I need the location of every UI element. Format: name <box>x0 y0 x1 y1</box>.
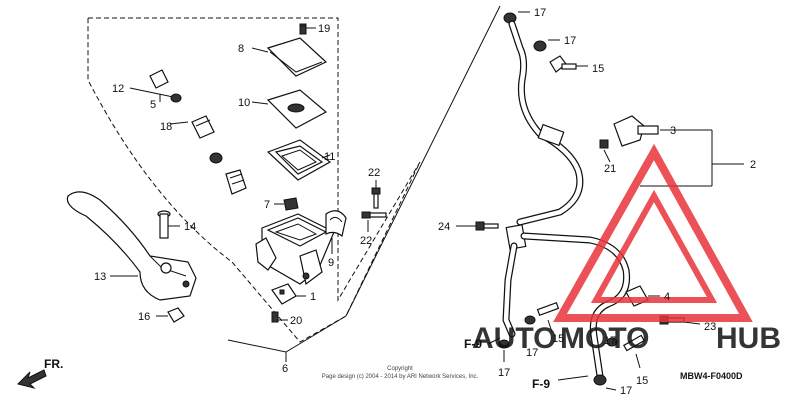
callout-c7[interactable]: 7 <box>264 199 270 211</box>
leader-12-group <box>129 87 179 99</box>
callout-c1[interactable]: 1 <box>310 291 316 303</box>
ref-label-f9-left: F-9 <box>464 337 482 351</box>
bolt-24[interactable] <box>475 221 499 231</box>
bolt-21[interactable] <box>599 139 609 149</box>
copyright-line-2: Page design (c) 2004 - 2014 by ARI Netwo… <box>322 374 479 380</box>
cap-part-8[interactable] <box>266 37 328 77</box>
callout-c15c[interactable]: 15 <box>636 375 648 387</box>
callout-c11[interactable]: 11 <box>324 151 335 163</box>
callout-c18[interactable]: 18 <box>160 121 172 133</box>
callout-c24[interactable]: 24 <box>438 221 450 233</box>
callout-c13[interactable]: 13 <box>94 271 106 283</box>
piston-set[interactable] <box>149 69 247 195</box>
pivot-bolt-14[interactable] <box>157 210 171 239</box>
washer-17-left[interactable] <box>498 339 510 349</box>
callout-c17a[interactable]: 17 <box>534 7 546 19</box>
pressure-switch-3[interactable] <box>613 115 659 147</box>
callout-c17f[interactable]: 17 <box>620 385 632 397</box>
switch-1[interactable] <box>271 283 297 305</box>
washer-17-mid[interactable] <box>524 315 536 325</box>
callout-c4[interactable]: 4 <box>664 291 670 303</box>
nut-16[interactable] <box>167 307 185 323</box>
banjo-bolt-15-top[interactable] <box>549 55 577 73</box>
callout-c17d[interactable]: 17 <box>526 347 538 359</box>
leader-6-bracket <box>227 315 347 353</box>
callout-c21[interactable]: 21 <box>604 163 616 175</box>
callout-c14[interactable]: 14 <box>184 221 196 233</box>
callout-c12[interactable]: 12 <box>112 83 124 95</box>
callout-c2[interactable]: 2 <box>750 159 756 171</box>
washer-17-right[interactable] <box>606 337 618 347</box>
bolt-22-upper[interactable] <box>371 187 381 209</box>
ref-label-f9-right: F-9 <box>532 377 550 391</box>
callout-c22b[interactable]: 22 <box>360 235 372 247</box>
brake-hose-lower[interactable] <box>520 232 631 380</box>
watermark-word-hub: HUB <box>716 322 781 355</box>
callout-c10[interactable]: 10 <box>238 97 250 109</box>
diagram-code: MBW4-F0400D <box>680 371 743 381</box>
copyright-line-1: Copyright <box>387 366 413 372</box>
callout-c22a[interactable]: 22 <box>368 167 380 179</box>
callout-c20[interactable]: 20 <box>290 315 302 327</box>
callout-c16[interactable]: 16 <box>138 311 150 323</box>
clamp-9[interactable] <box>325 210 347 238</box>
callout-c6[interactable]: 6 <box>282 363 288 375</box>
callout-c15a[interactable]: 15 <box>592 63 604 75</box>
front-arrow-icon <box>17 369 47 389</box>
callout-c19[interactable]: 19 <box>318 23 330 35</box>
callout-c15b[interactable]: 15 <box>552 333 564 345</box>
banjo-bolt-15-low[interactable] <box>623 334 645 352</box>
screw-19[interactable] <box>299 23 307 35</box>
master-cylinder-body[interactable] <box>255 213 335 286</box>
callout-c3[interactable]: 3 <box>670 125 676 137</box>
brake-lever-13[interactable] <box>66 191 197 301</box>
banjo-bolt-15-mid[interactable] <box>536 301 560 317</box>
front-label: FR. <box>44 357 63 371</box>
clip-7[interactable] <box>283 197 299 211</box>
plate-part-10[interactable] <box>266 89 328 129</box>
callout-c8[interactable]: 8 <box>238 43 244 55</box>
leader-hose-top <box>345 5 501 317</box>
washer-17-second[interactable] <box>533 40 547 52</box>
callout-c5[interactable]: 5 <box>150 99 156 111</box>
screw-20[interactable] <box>271 311 279 323</box>
assembly-outline <box>87 17 421 343</box>
diaphragm-11[interactable] <box>266 139 332 181</box>
callout-c17b[interactable]: 17 <box>564 35 576 47</box>
watermark-word-moto: MOTO <box>560 322 649 355</box>
bolt-22-lower[interactable] <box>361 211 387 219</box>
callout-c17c[interactable]: 17 <box>498 367 510 379</box>
watermark-word-auto: AUTO <box>472 322 556 355</box>
watermark-logo: AUTO MOTO HUB <box>472 143 781 355</box>
callout-c17e[interactable]: 17 <box>604 335 616 347</box>
washer-17-bottom[interactable] <box>593 374 607 386</box>
callout-c9[interactable]: 9 <box>328 257 334 269</box>
callout-c23[interactable]: 23 <box>704 321 716 333</box>
